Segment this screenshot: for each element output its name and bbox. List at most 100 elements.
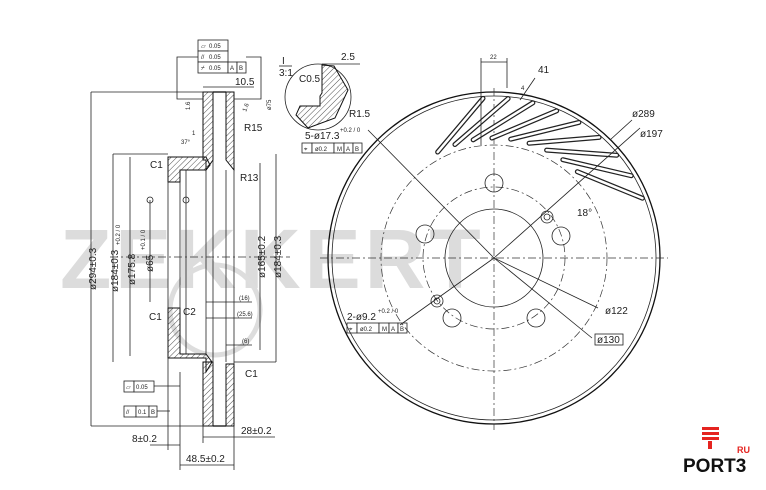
svg-text:ø294±0.3: ø294±0.3	[88, 247, 99, 290]
svg-text:2.5: 2.5	[341, 52, 355, 63]
tolerance-frame-top: ▱ // ⌿ 0.05 0.05 0.05 A B	[176, 39, 262, 100]
svg-text:ø184±0.3: ø184±0.3	[110, 249, 121, 292]
dim-d130: ø130	[597, 335, 620, 346]
svg-text:+0.2 / 0: +0.2 / 0	[116, 224, 122, 245]
svg-text:ø75: ø75	[267, 99, 273, 110]
vane	[561, 158, 633, 177]
dim-d289: ø289	[632, 109, 655, 120]
vane	[545, 148, 618, 157]
svg-text:+0.2 / 0: +0.2 / 0	[340, 128, 361, 134]
svg-text:A: A	[391, 327, 395, 333]
dim-d122: ø122	[605, 306, 628, 317]
dim-28: 28±0.2	[241, 426, 272, 437]
svg-text:PORT3: PORT3	[683, 456, 746, 477]
vane	[576, 170, 644, 200]
svg-text:5-ø17.3: 5-ø17.3	[305, 131, 340, 142]
chamfer-c1-top: C1	[150, 160, 163, 171]
dim-angle: 18°	[577, 208, 592, 219]
svg-text:ø184±0.3: ø184±0.3	[273, 235, 284, 278]
svg-text:0.05: 0.05	[136, 385, 148, 391]
svg-text:(16): (16)	[239, 296, 250, 302]
svg-text:1.6: 1.6	[186, 101, 192, 110]
vane	[527, 136, 601, 145]
radius-r13: R13	[240, 173, 259, 184]
svg-text:4: 4	[521, 86, 525, 92]
svg-text://: //	[201, 55, 205, 61]
detail-view: I 3:1 2.5 C0.5 R1.5 ø75	[267, 52, 371, 131]
dim-vane-width: 22	[490, 55, 497, 61]
locating-hole	[540, 210, 554, 224]
vane-count: 41	[538, 65, 550, 76]
cooling-vanes	[435, 95, 645, 201]
svg-text://: //	[126, 410, 130, 416]
svg-text:RU: RU	[737, 445, 750, 455]
parallelism-frame: // 0.1 B	[123, 405, 170, 418]
diameter-dimensions: ø294±0.3 ø184±0.3 ø175.8 +0.2 / 0 ø65 +0…	[88, 91, 284, 427]
svg-text:1: 1	[192, 131, 196, 137]
svg-text:+0.2 / 0: +0.2 / 0	[378, 309, 399, 315]
svg-text:ø0.2: ø0.2	[315, 147, 328, 153]
radius-r15: R15	[244, 123, 263, 134]
svg-text:1.6: 1.6	[242, 102, 251, 113]
bolt-hole	[526, 308, 546, 328]
svg-text:B: B	[239, 66, 243, 72]
front-view	[320, 88, 668, 430]
svg-text:ø175.8: ø175.8	[127, 253, 138, 285]
svg-text:B: B	[400, 327, 404, 333]
flatness-frame: ▱ 0.05	[123, 380, 180, 393]
dim-d197: ø197	[640, 129, 663, 140]
svg-text:⌿: ⌿	[201, 65, 205, 72]
bolt-hole	[484, 173, 504, 193]
svg-text:ø65: ø65	[145, 254, 156, 272]
svg-text:0.05: 0.05	[209, 66, 221, 72]
svg-text:⌖: ⌖	[349, 327, 353, 333]
svg-text:⌖: ⌖	[304, 147, 308, 153]
chamfer-c2: C2	[183, 307, 196, 318]
chamfer-c1-bottom: C1	[245, 369, 258, 380]
svg-text:A: A	[230, 66, 234, 72]
plate-inner-bottom	[225, 363, 235, 427]
svg-text:0.05: 0.05	[209, 55, 221, 61]
svg-text:A: A	[346, 147, 350, 153]
chamfer-c1-low: C1	[149, 312, 162, 323]
plate-inner-top	[225, 91, 235, 172]
vane	[471, 101, 535, 142]
svg-text:B: B	[151, 410, 155, 416]
vane	[436, 97, 485, 154]
svg-text:0.05: 0.05	[209, 44, 221, 50]
bolt-hole	[415, 224, 435, 244]
svg-text:37°: 37°	[181, 140, 191, 146]
bolt-hole	[551, 226, 571, 246]
dim-8: 8±0.2	[132, 434, 157, 445]
hat-top	[167, 156, 211, 183]
svg-text:C0.5: C0.5	[299, 74, 321, 85]
svg-text:M: M	[382, 327, 387, 333]
svg-text:▱: ▱	[201, 44, 206, 50]
bolt-hole	[442, 308, 462, 328]
vane	[453, 97, 510, 146]
port3-logo: RU PORT3	[683, 427, 750, 477]
svg-text:R1.5: R1.5	[349, 109, 371, 120]
vane	[490, 109, 558, 140]
svg-text:(25.6): (25.6)	[237, 312, 253, 318]
svg-text:2-ø9.2: 2-ø9.2	[347, 312, 376, 323]
side-section	[110, 91, 290, 427]
dim-thickness-top: 10.5	[235, 77, 255, 88]
svg-text:B: B	[355, 147, 359, 153]
svg-text:0.1: 0.1	[138, 410, 147, 416]
dim-48-5: 48.5±0.2	[186, 454, 225, 465]
locating-hole	[430, 294, 444, 308]
svg-text:I: I	[282, 56, 285, 67]
svg-text:3:1: 3:1	[279, 68, 293, 79]
svg-text:(6): (6)	[242, 339, 249, 345]
svg-text:▱: ▱	[126, 385, 131, 391]
svg-text:+0.1 / 0: +0.1 / 0	[141, 229, 147, 250]
svg-text:ø165±0.2: ø165±0.2	[257, 235, 268, 278]
plate-outer-bottom	[202, 361, 214, 427]
svg-text:ø0.2: ø0.2	[360, 327, 373, 333]
vane	[509, 121, 581, 141]
